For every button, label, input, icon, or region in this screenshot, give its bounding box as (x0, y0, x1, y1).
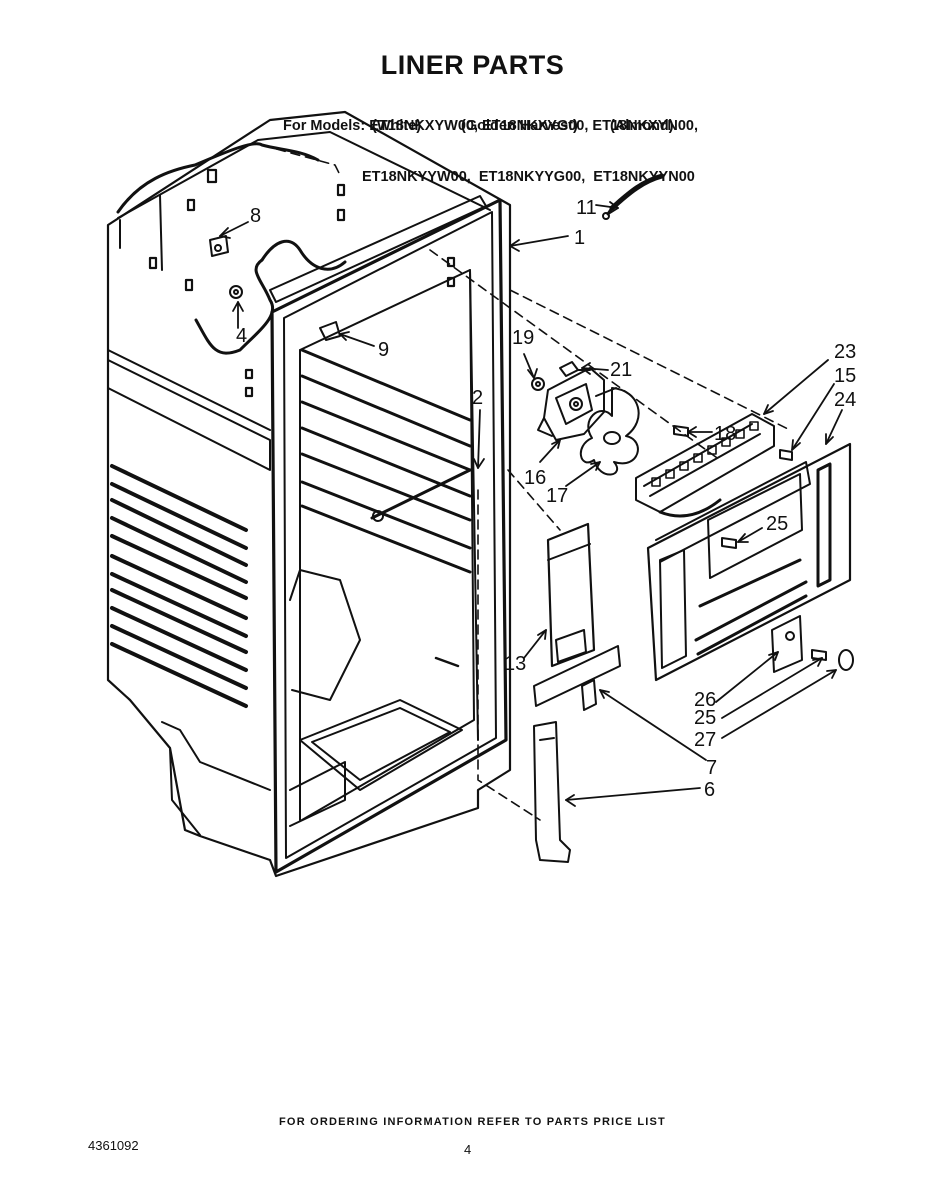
callout-4: 4 (236, 325, 247, 347)
color-label-almond: (Almond) (610, 118, 674, 134)
screw-part-25-lower (811, 649, 827, 661)
callout-13: 13 (504, 653, 526, 675)
callout-7: 7 (706, 757, 717, 779)
model-list: For Models: ET18NKXYW00, ET18NKXYG00, ET… (283, 84, 698, 203)
clip-part-9 (319, 321, 341, 341)
bracket-part-26 (771, 615, 803, 673)
callout-21: 21 (610, 359, 632, 381)
callout-25-lower: 25 (694, 707, 716, 729)
callout-25-upper: 25 (766, 513, 788, 535)
leader-lines (219, 201, 843, 807)
fan-grille-part-23 (635, 413, 775, 518)
heater-wire-part-2 (370, 468, 472, 668)
callout-15: 15 (834, 365, 856, 387)
callout-17: 17 (546, 485, 568, 507)
page-number: 4 (464, 1142, 472, 1157)
color-label-white: (White) (372, 118, 422, 134)
callout-26: 26 (694, 689, 716, 711)
wire-harness-part-11 (602, 173, 665, 220)
callout-24: 24 (834, 389, 856, 411)
callout-16: 16 (524, 467, 546, 489)
grommet-part-4 (229, 285, 243, 299)
callout-27: 27 (694, 729, 716, 751)
model-list-line-1: For Models: ET18NKXYW00, ET18NKXYG00, ET… (283, 118, 698, 134)
thermostat-bracket-part-8 (209, 235, 229, 257)
duct-liner-part-6 (533, 721, 571, 863)
document-number: 4361092 (88, 1138, 139, 1153)
evaporator-cover-part-24 (646, 442, 852, 682)
screw-part-25-upper (721, 537, 737, 549)
callout-6: 6 (704, 779, 715, 801)
callout-2: 2 (472, 387, 483, 409)
callout-8: 8 (250, 205, 261, 227)
baffle-part-7 (533, 645, 621, 711)
screw-part-15 (779, 449, 793, 461)
callout-18: 18 (714, 423, 736, 445)
callout-labels: 11 1 8 4 9 19 21 23 15 24 2 18 16 17 25 … (236, 197, 856, 801)
cabinet-liner (106, 110, 791, 878)
screw-part-18 (673, 425, 689, 437)
fan-motor-assembly (537, 367, 617, 441)
callout-23: 23 (834, 341, 856, 363)
air-duct-part-13 (546, 522, 596, 668)
model-list-line-2: ET18NKYYW00, ET18NKYYG00, ET18NKYYN00 (362, 169, 695, 185)
nut-part-19 (531, 377, 545, 391)
callout-1: 1 (574, 227, 585, 249)
ordering-note: FOR ORDERING INFORMATION REFER TO PARTS … (279, 1116, 666, 1128)
fan-blade-part-17 (580, 387, 640, 476)
page-title: LINER PARTS (380, 50, 565, 80)
callout-11: 11 (576, 197, 597, 219)
knob-part-27 (838, 649, 854, 671)
color-label-golden-harvest: (Golden Harvest) (461, 118, 578, 134)
callout-19: 19 (512, 327, 534, 349)
callout-9: 9 (378, 339, 389, 361)
